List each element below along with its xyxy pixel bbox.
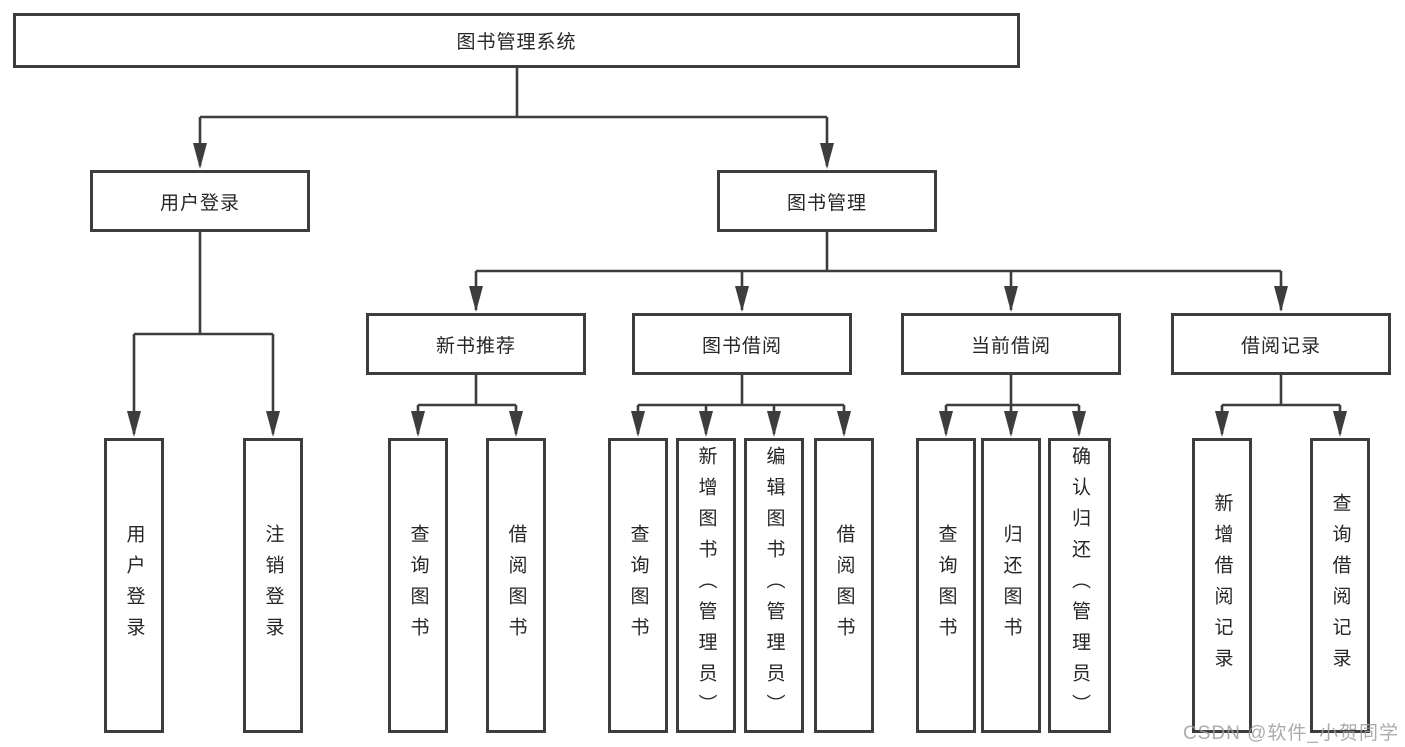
leaf-borrow-books-recommend-label: 借阅图书 xyxy=(505,523,527,648)
leaf-query-borrow-record-label: 查询借阅记录 xyxy=(1329,492,1351,679)
leaf-add-book-admin: 新增图书（管理员） xyxy=(676,438,736,733)
leaf-query-books-recommend-label: 查询图书 xyxy=(407,523,429,648)
node-borrow-records: 借阅记录 xyxy=(1171,313,1391,375)
node-book-borrow-label: 图书借阅 xyxy=(701,335,782,357)
leaf-return-book: 归还图书 xyxy=(981,438,1041,733)
connector-root-to-level2 xyxy=(198,68,829,166)
leaf-user-login-label: 用户登录 xyxy=(123,523,145,648)
connector-user-login-children xyxy=(132,232,275,434)
csdn-watermark: CSDN @软件_小贺同学 xyxy=(1183,723,1399,744)
leaf-edit-book-admin: 编辑图书（管理员） xyxy=(744,438,804,733)
leaf-query-books-current: 查询图书 xyxy=(916,438,976,733)
leaf-query-books-current-label: 查询图书 xyxy=(935,523,957,648)
leaf-confirm-return-admin: 确认归还（管理员） xyxy=(1048,438,1111,733)
leaf-borrow-books: 借阅图书 xyxy=(814,438,874,733)
connector-new-book-children xyxy=(416,375,518,434)
node-current-borrow: 当前借阅 xyxy=(901,313,1121,375)
leaf-query-borrow-record: 查询借阅记录 xyxy=(1310,438,1370,733)
leaf-borrow-books-recommend: 借阅图书 xyxy=(486,438,546,733)
node-book-borrow: 图书借阅 xyxy=(632,313,852,375)
leaf-query-books-borrow: 查询图书 xyxy=(608,438,668,733)
leaf-return-book-label: 归还图书 xyxy=(1000,523,1022,648)
node-book-management-label: 图书管理 xyxy=(786,192,867,214)
leaf-query-books-recommend: 查询图书 xyxy=(388,438,448,733)
connector-book-management-children xyxy=(474,232,1283,310)
node-user-login-label: 用户登录 xyxy=(159,192,240,214)
leaf-add-borrow-record: 新增借阅记录 xyxy=(1192,438,1252,733)
leaf-logout-label: 注销登录 xyxy=(262,523,284,648)
node-user-login: 用户登录 xyxy=(90,170,310,232)
leaf-edit-book-admin-label: 编辑图书（管理员） xyxy=(763,446,785,725)
node-root: 图书管理系统 xyxy=(13,13,1020,68)
leaf-logout: 注销登录 xyxy=(243,438,303,733)
leaf-query-books-borrow-label: 查询图书 xyxy=(627,523,649,648)
leaf-add-book-admin-label: 新增图书（管理员） xyxy=(695,446,717,725)
leaf-borrow-books-label: 借阅图书 xyxy=(833,523,855,648)
leaf-confirm-return-admin-label: 确认归还（管理员） xyxy=(1069,446,1090,725)
connector-book-borrow-children xyxy=(636,375,846,434)
leaf-user-login: 用户登录 xyxy=(104,438,164,733)
node-borrow-records-label: 借阅记录 xyxy=(1240,335,1321,357)
node-root-label: 图书管理系统 xyxy=(456,32,577,53)
node-new-book-recommend-label: 新书推荐 xyxy=(435,335,516,357)
connector-borrow-records-children xyxy=(1220,375,1342,434)
leaf-add-borrow-record-label: 新增借阅记录 xyxy=(1211,492,1233,679)
node-new-book-recommend: 新书推荐 xyxy=(366,313,586,375)
node-current-borrow-label: 当前借阅 xyxy=(970,335,1051,357)
node-book-management: 图书管理 xyxy=(717,170,937,232)
